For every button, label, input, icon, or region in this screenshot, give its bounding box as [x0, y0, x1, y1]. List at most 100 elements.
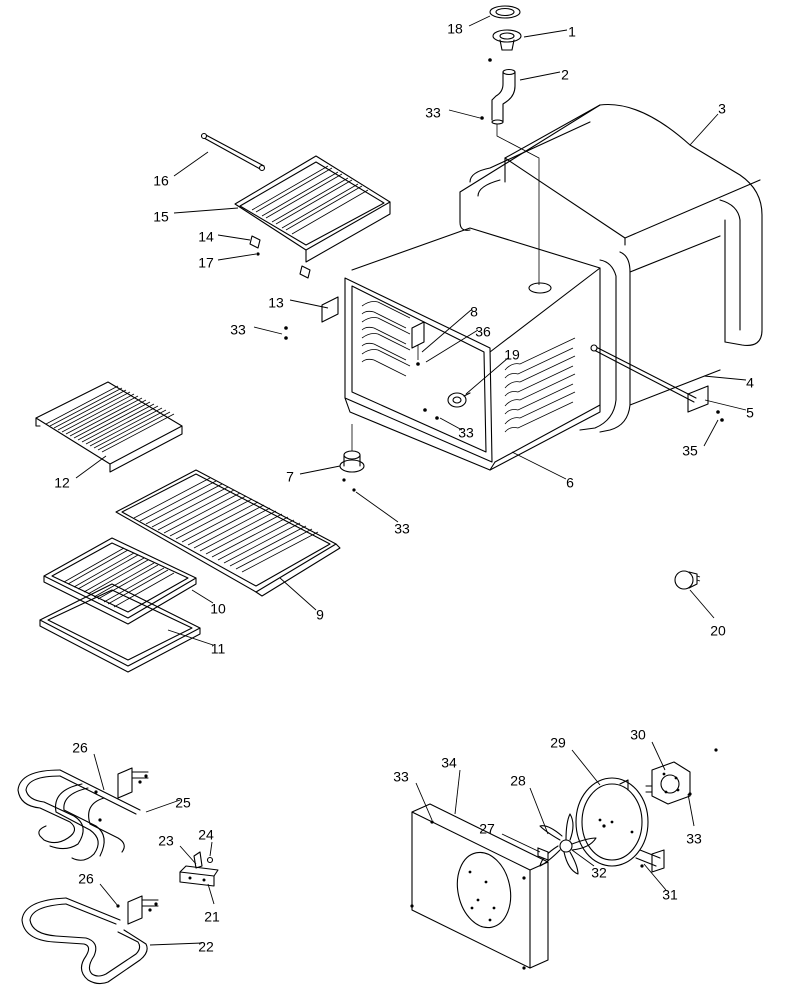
leader-c18 [468, 15, 491, 27]
callout-c36: 36 [475, 324, 491, 340]
leader-c32 [571, 849, 595, 867]
callout-c1: 1 [568, 24, 576, 40]
callout-c13: 13 [268, 295, 284, 311]
leader-c7 [299, 465, 341, 475]
callout-c2: 2 [561, 67, 569, 83]
part-21-terminal-block [179, 865, 219, 887]
part-7-terminal-block [339, 424, 365, 492]
part-34-convection-cover [410, 803, 549, 970]
callout-c15: 15 [153, 209, 169, 225]
leader-c25 [145, 799, 181, 813]
callout-c3: 3 [718, 101, 726, 117]
leader-c12 [75, 455, 107, 479]
part-31-screw [640, 864, 644, 868]
leader-c30 [651, 741, 666, 771]
part-2-vent-tube [480, 68, 516, 125]
callout-c31: 31 [662, 887, 678, 903]
leader-c28 [529, 787, 549, 835]
part-22-bake-element [21, 895, 159, 985]
callout-c5: 5 [746, 405, 754, 421]
callout-c26b: 26 [78, 871, 94, 887]
callout-c11: 11 [211, 641, 226, 657]
callout-c17: 17 [198, 255, 214, 271]
callout-c25: 25 [175, 795, 191, 811]
leader-lines [75, 15, 747, 946]
part-12-oven-rack-small [35, 381, 183, 473]
part-9-oven-rack [115, 469, 341, 597]
part-32-fan-shaft-screws [602, 824, 606, 828]
part-29-convection-element [575, 777, 665, 873]
callout-c10: 10 [210, 601, 226, 617]
leader-c5 [704, 399, 747, 411]
leader-c33d [355, 491, 399, 523]
part-16-rack-rail [200, 132, 266, 172]
callout-c6: 6 [566, 475, 574, 491]
part-5-rear-bracket [687, 385, 709, 413]
callout-c22: 22 [198, 939, 214, 955]
leader-c17 [217, 253, 257, 261]
callout-c33b: 33 [230, 322, 246, 338]
part-18-vent-gasket [489, 5, 521, 19]
callout-c8: 8 [470, 304, 478, 320]
part-1-vent-collar [488, 29, 522, 62]
leader-c10 [191, 589, 214, 604]
callout-c26a: 26 [72, 740, 88, 756]
leader-c26b [99, 883, 119, 907]
part-10-broil-pan-grid [43, 537, 197, 625]
vent-alignment-line [496, 124, 540, 285]
leader-c1 [523, 29, 568, 38]
leader-c15 [173, 207, 239, 214]
leader-c16 [173, 151, 209, 177]
part-30-convection-motor [645, 748, 718, 805]
leader-c6 [511, 451, 567, 480]
leader-c34 [454, 769, 461, 815]
callout-c20: 20 [710, 623, 726, 639]
part-4-tie-rod [590, 344, 697, 403]
callout-c7: 7 [286, 469, 294, 485]
leader-c14 [217, 234, 251, 241]
callout-c21: 21 [204, 909, 220, 925]
callout-c12: 12 [54, 475, 70, 491]
leader-c24 [209, 841, 213, 857]
leader-c35 [703, 419, 719, 447]
leader-c21 [207, 883, 215, 905]
part-24-screw [206, 856, 214, 864]
callout-c33d: 33 [394, 521, 410, 537]
leader-c8 [421, 309, 472, 353]
part-20-light-bulb [674, 570, 701, 590]
callout-c18: 18 [447, 21, 463, 37]
callout-c16: 16 [153, 173, 169, 189]
callout-c24: 24 [198, 827, 214, 843]
part-19-temperature-sensor [423, 392, 471, 420]
part-27-fan-nut [537, 847, 549, 861]
part-23-terminal-clip [193, 851, 203, 869]
leader-c33e [415, 782, 433, 821]
leader-c20 [689, 589, 715, 619]
callout-c34: 34 [441, 755, 457, 771]
leader-c33a [448, 109, 481, 119]
callout-c35: 35 [682, 443, 698, 459]
callout-c19: 19 [504, 347, 520, 363]
part-11-broil-pan [39, 583, 201, 673]
callout-c23: 23 [158, 833, 174, 849]
leader-c31 [643, 863, 667, 891]
callout-c4: 4 [746, 375, 754, 391]
callout-c32: 32 [591, 865, 607, 881]
leader-c33f [687, 793, 695, 827]
callout-c33f: 33 [686, 831, 702, 847]
leader-c9 [279, 577, 317, 611]
callout-c30: 30 [630, 727, 646, 743]
callout-c14: 14 [198, 229, 214, 245]
callout-c33a: 33 [425, 105, 441, 121]
part-6-oven-cavity [344, 227, 601, 471]
part-35-screws [716, 410, 724, 422]
leader-c13 [289, 299, 329, 309]
part-8-light-socket [411, 321, 425, 366]
leader-c33b [253, 326, 283, 335]
leader-c4 [703, 375, 747, 381]
callout-c29: 29 [550, 735, 566, 751]
leader-c36 [425, 329, 479, 363]
leader-c29 [571, 749, 601, 786]
